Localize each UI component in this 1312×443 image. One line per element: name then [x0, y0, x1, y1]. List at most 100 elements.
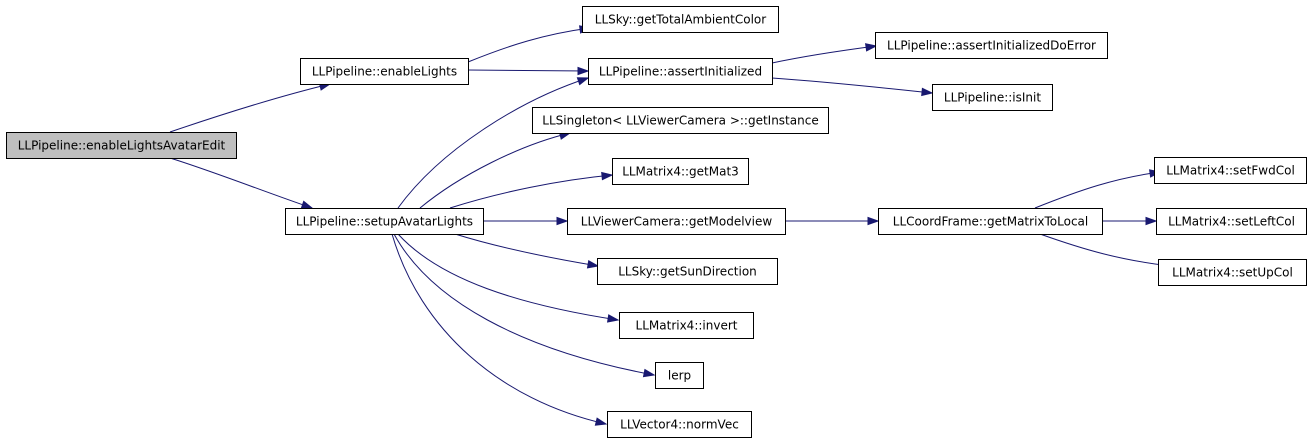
edge-n0-n2: [169, 157, 314, 209]
arrowhead-icon: [642, 368, 656, 378]
edge-n1-n3: [467, 25, 592, 63]
node-n8[interactable]: LLMatrix4::getMat3: [612, 158, 749, 185]
edge-n2-n16: [393, 233, 656, 378]
node-n14[interactable]: LLSky::getSunDirection: [597, 258, 778, 285]
node-n12[interactable]: LLMatrix4::setLeftCol: [1156, 208, 1307, 235]
edge-line: [391, 233, 607, 425]
edge-n2-n15: [397, 233, 620, 323]
node-box: [1156, 208, 1307, 235]
edge-line: [1034, 171, 1161, 209]
node-label: LLPipeline::setupAvatarLights: [296, 215, 473, 229]
node-label: LLPipeline::enableLightsAvatarEdit: [18, 139, 226, 153]
edge-n10-n12: [1102, 216, 1158, 226]
edge-line: [449, 174, 613, 209]
edge-n0-n1: [169, 82, 332, 133]
arrowhead-icon: [867, 216, 880, 226]
node-label: lerp: [668, 369, 691, 383]
nodes-layer: LLPipeline::enableLightsAvatarEditLLPipe…: [6, 6, 1307, 438]
node-n16[interactable]: lerp: [655, 362, 704, 389]
arrowhead-icon: [586, 260, 600, 269]
node-n4[interactable]: LLPipeline::assertInitialized: [588, 58, 773, 85]
node-box: [285, 208, 484, 235]
node-label: LLSky::getSunDirection: [618, 265, 757, 279]
node-n9[interactable]: LLViewerCamera::getModelview: [567, 208, 786, 235]
node-box: [588, 58, 773, 85]
arrowhead-icon: [594, 417, 608, 426]
edge-n2-n8: [449, 171, 614, 209]
edge-line: [169, 157, 313, 209]
arrowhead-icon: [865, 43, 878, 52]
node-box: [1158, 259, 1307, 286]
node-n13[interactable]: LLMatrix4::setUpCol: [1158, 259, 1307, 286]
arrowhead-icon: [606, 314, 620, 323]
node-label: LLMatrix4::invert: [636, 319, 738, 333]
node-box: [567, 208, 786, 235]
node-box: [655, 362, 704, 389]
node-label: LLPipeline::assertInitializedDoError: [887, 39, 1096, 53]
node-n0[interactable]: LLPipeline::enableLightsAvatarEdit: [6, 132, 237, 159]
node-n3[interactable]: LLSky::getTotalAmbientColor: [582, 6, 779, 33]
edge-line: [1039, 233, 1171, 267]
edge-n2-n14: [454, 233, 600, 269]
arrowhead-icon: [921, 87, 934, 97]
node-n7[interactable]: LLSingleton< LLViewerCamera >::getInstan…: [532, 107, 829, 134]
node-box: [6, 132, 237, 159]
node-n15[interactable]: LLMatrix4::invert: [619, 312, 754, 339]
node-n10[interactable]: LLCoordFrame::getMatrixToLocal: [878, 208, 1103, 235]
node-label: LLVector4::normVec: [620, 418, 739, 432]
node-n2[interactable]: LLPipeline::setupAvatarLights: [285, 208, 484, 235]
edge-n2-n7: [419, 131, 572, 209]
edge-line: [467, 69, 589, 72]
edge-line: [393, 233, 655, 376]
node-box: [1154, 157, 1307, 184]
node-box: [597, 258, 778, 285]
node-n1[interactable]: LLPipeline::enableLights: [300, 58, 469, 85]
edge-line: [467, 27, 591, 63]
node-label: LLViewerCamera::getModelview: [581, 215, 773, 229]
edge-n2-n17: [391, 233, 608, 426]
edge-n4-n6: [771, 77, 934, 97]
node-box: [878, 208, 1103, 235]
node-n5[interactable]: LLPipeline::assertInitializedDoError: [875, 32, 1108, 59]
node-label: LLMatrix4::setFwdCol: [1166, 164, 1295, 178]
edge-n2-n9: [483, 216, 569, 226]
node-label: LLCoordFrame::getMatrixToLocal: [893, 215, 1088, 229]
node-box: [875, 32, 1108, 59]
edge-line: [771, 77, 933, 94]
edge-line: [397, 233, 619, 321]
arrowhead-icon: [300, 200, 314, 209]
node-label: LLMatrix4::getMat3: [622, 165, 739, 179]
node-n11[interactable]: LLMatrix4::setFwdCol: [1154, 157, 1307, 184]
arrowhead-icon: [556, 216, 569, 226]
node-label: LLPipeline::assertInitialized: [599, 65, 762, 79]
edge-line: [771, 45, 877, 64]
node-label: LLMatrix4::setLeftCol: [1168, 215, 1295, 229]
edge-n10-n11: [1034, 169, 1162, 209]
edges-layer: [169, 25, 1172, 426]
node-box: [582, 6, 779, 33]
edge-line: [454, 233, 599, 267]
edge-n1-n4: [467, 66, 590, 76]
edge-line: [169, 83, 331, 133]
node-n6[interactable]: LLPipeline::isInit: [932, 84, 1053, 111]
node-label: LLSky::getTotalAmbientColor: [595, 13, 766, 27]
node-box: [300, 58, 469, 85]
node-box: [612, 158, 749, 185]
node-label: LLMatrix4::setUpCol: [1172, 266, 1293, 280]
edge-n9-n10: [785, 216, 880, 226]
node-box: [532, 107, 829, 134]
node-label: LLPipeline::enableLights: [312, 65, 457, 79]
arrowhead-icon: [577, 66, 590, 76]
edge-n10-n13: [1039, 233, 1172, 269]
node-box: [932, 84, 1053, 111]
arrowhead-icon: [576, 77, 590, 86]
edge-n2-n4: [397, 77, 590, 209]
arrowhead-icon: [601, 171, 614, 181]
edge-line: [419, 132, 571, 209]
edge-line: [397, 77, 589, 209]
node-box: [607, 411, 752, 438]
node-n17[interactable]: LLVector4::normVec: [607, 411, 752, 438]
node-label: LLSingleton< LLViewerCamera >::getInstan…: [542, 114, 818, 128]
node-box: [619, 312, 754, 339]
arrowhead-icon: [1145, 216, 1158, 226]
